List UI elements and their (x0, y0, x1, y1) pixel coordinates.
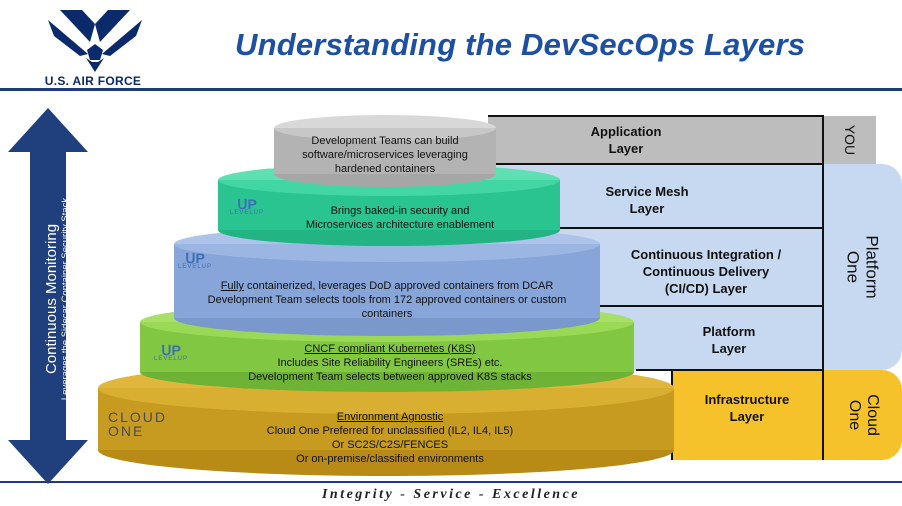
layer-label-line: Layer (629, 201, 665, 216)
tier-line: Development Teams can build (311, 135, 459, 147)
levelup-logo-text: LEVELUP (229, 210, 264, 216)
tier-line: Cloud One Preferred for unclassified (IL… (266, 425, 514, 437)
cloud-logo-line: CLOUD (108, 409, 168, 425)
layer-label-line: Continuous Delivery (642, 263, 770, 279)
tier-heading: CNCF compliant Kubernetes (K8S) (304, 343, 476, 355)
levelup-logo: ᑌP LEVELUP (222, 197, 272, 216)
service-mesh-tier-text: Brings baked-in security and Microservic… (270, 204, 530, 232)
tier-underline: Fully (220, 280, 244, 292)
tier-line: hardened containers (334, 163, 436, 175)
tier-line: Fully containerized, leverages DoD appro… (180, 279, 594, 293)
layer-label-line: Layer (711, 341, 747, 356)
tier-line: Includes Site Reliability Engineers (SRE… (277, 357, 503, 369)
layer-label-line: Layer (608, 141, 644, 156)
page-title: Understanding the DevSecOps Layers (235, 27, 806, 62)
tier-heading: Environment Agnostic (336, 411, 444, 423)
levelup-mark: ᑌP (237, 196, 257, 212)
levelup-logo-text: LEVELUP (153, 356, 188, 362)
infrastructure-tier-text: Environment Agnostic Cloud One Preferred… (210, 410, 570, 466)
cloud-logo-line: ONE (108, 423, 145, 439)
tier-line: software/microservices leveraging (302, 149, 468, 161)
layer-label-line: Application (590, 124, 662, 139)
top-rule (0, 88, 902, 91)
layer-label-line: Platform (702, 324, 756, 339)
levelup-mark: ᑌP (185, 250, 205, 266)
logo-text: U.S. AIR FORCE (44, 74, 142, 88)
you-label-box: YOU (822, 116, 876, 164)
bottom-rule (0, 481, 902, 483)
cicd-tier-text: Fully containerized, leverages DoD appro… (180, 279, 594, 321)
cloud-one-logo: CLOUD ONE (108, 410, 178, 438)
levelup-mark: ᑌP (161, 342, 181, 358)
layer-label-line: (CI/CD) Layer (664, 280, 748, 296)
tier-line: Or SC2S/C2S/FENCES (331, 439, 449, 451)
application-layer-band (488, 116, 822, 164)
infrastructure-layer-band (672, 370, 822, 460)
levelup-logo: ᑌP LEVELUP (146, 343, 196, 362)
tier-line: Microservices architecture enablement (305, 219, 495, 231)
platform-tier-text: CNCF compliant Kubernetes (K8S) Includes… (200, 342, 580, 384)
application-tier-text: Development Teams can build software/mic… (280, 134, 490, 176)
application-disc (274, 115, 496, 187)
tier-line: Brings baked-in security and (330, 205, 470, 217)
footer-motto: Integrity - Service - Excellence (321, 487, 581, 502)
platform-one-box: Platform One (822, 164, 902, 370)
tier-line: Development Team selects between approve… (248, 371, 532, 383)
tier-line-rest: containerized, leverages DoD approved co… (243, 280, 554, 292)
levelup-logo-text: LEVELUP (177, 264, 212, 270)
air-force-logo (48, 10, 142, 72)
layer-label-line: Continuous Integration / (630, 246, 782, 262)
cloud-one-box: Cloud One (822, 370, 902, 460)
cicd-disc (174, 226, 600, 336)
tier-line: Development Team selects tools from 172 … (207, 294, 567, 306)
layer-label-line: Layer (729, 409, 765, 424)
layer-label-line: Infrastructure (704, 392, 790, 407)
tier-line: containers (361, 308, 413, 320)
cicd-layer-label: Continuous Integration /Continuous Deliv… (600, 238, 812, 304)
continuous-monitoring-arrow (8, 108, 88, 484)
tier-line: Or on-premise/classified environments (296, 453, 484, 465)
levelup-logo: ᑌP LEVELUP (170, 251, 220, 270)
layer-label-line: Service Mesh (605, 184, 689, 199)
